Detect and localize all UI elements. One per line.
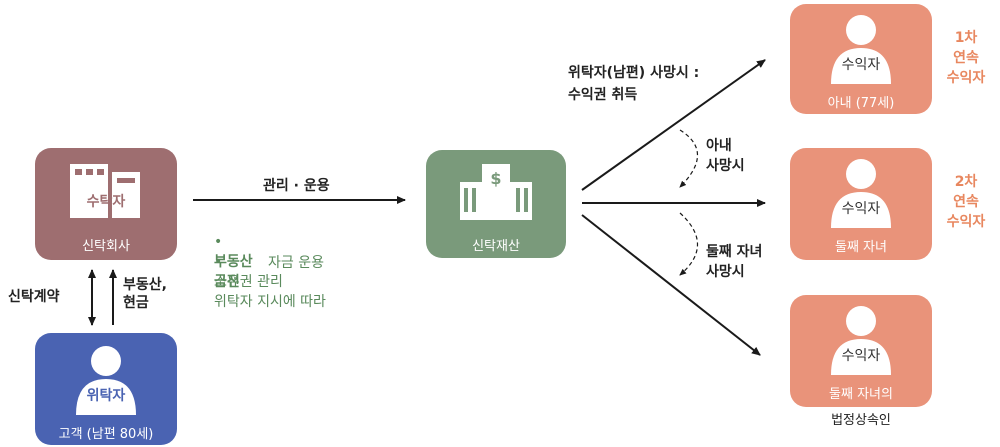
beneficiary-box-heir: 수익자 둘째 자녀의 [790, 295, 932, 407]
management-item-1-text: 소유권 관리 [214, 274, 283, 290]
management-item-2: • 금전 위탁자 지시에 따라 [214, 232, 326, 312]
beneficiary-caption-2: 법정상속인 [831, 413, 891, 428]
person-icon [831, 306, 891, 375]
arrow-to-heir [581, 214, 761, 356]
beneficiary-caption: 둘째 자녀의 [829, 387, 893, 402]
management-title: 관리 · 운용 [263, 178, 330, 194]
person-icon [831, 159, 891, 228]
person-icon [831, 15, 891, 84]
bullet: • [214, 234, 223, 250]
contract-label: 신탁계약 [8, 289, 60, 305]
settlor-role: 위탁자 [86, 388, 126, 404]
management-item-1-term: 부동산 [214, 254, 253, 270]
rank-label-first: 1차 연속 수익자 [946, 30, 986, 86]
settlor-box: 위탁자 고객 (남편 80세) [35, 333, 177, 445]
management-item-1: • 부동산 소유권 관리 [214, 212, 283, 292]
dashed-arrow-wife-death [679, 129, 698, 188]
wife-death-note: 아내 사망시 [706, 138, 745, 174]
trust-property-box: $ 신탁재산 [426, 150, 566, 258]
dashed-arrow-child-death [679, 212, 699, 276]
person-icon [76, 346, 136, 415]
beneficiary-caption: 둘째 자녀 [835, 240, 887, 255]
beneficiary-role: 수익자 [841, 348, 881, 364]
trust-company-caption: 신탁회사 [82, 239, 130, 254]
rank-label-second: 2차 연속 수익자 [946, 174, 986, 230]
management-item-2-cont: 자금 운용 [268, 255, 324, 271]
assets-label: 부동산, 현금 [123, 277, 167, 311]
settlor-caption: 고객 (남편 80세) [58, 427, 154, 442]
beneficiary-caption: 아내 (77세) [827, 96, 895, 111]
arrow-to-wife [581, 59, 766, 191]
trust-property-caption: 신탁재산 [472, 239, 520, 254]
building-icon [70, 164, 140, 218]
beneficiary-box-child: 수익자 둘째 자녀 [790, 148, 932, 260]
management-item-2-term: 금전 [214, 274, 240, 290]
beneficiary-box-wife: 수익자 아내 (77세) [790, 4, 932, 114]
trust-company-box: 수탁자 신탁회사 [35, 148, 177, 260]
bank-icon: $ [460, 164, 532, 220]
svg-text:$: $ [490, 169, 501, 188]
management-item-2-text: 위탁자 지시에 따라 [214, 294, 326, 310]
beneficiary-role: 수익자 [841, 57, 881, 73]
beneficiary-role: 수익자 [841, 201, 881, 217]
trust-company-role: 수탁자 [86, 194, 126, 210]
settlor-death-note: 위탁자(남편) 사망시 : 수익권 취득 [568, 65, 700, 103]
bullet: • [214, 254, 223, 270]
child-death-note: 둘째 자녀 사망시 [706, 244, 763, 280]
